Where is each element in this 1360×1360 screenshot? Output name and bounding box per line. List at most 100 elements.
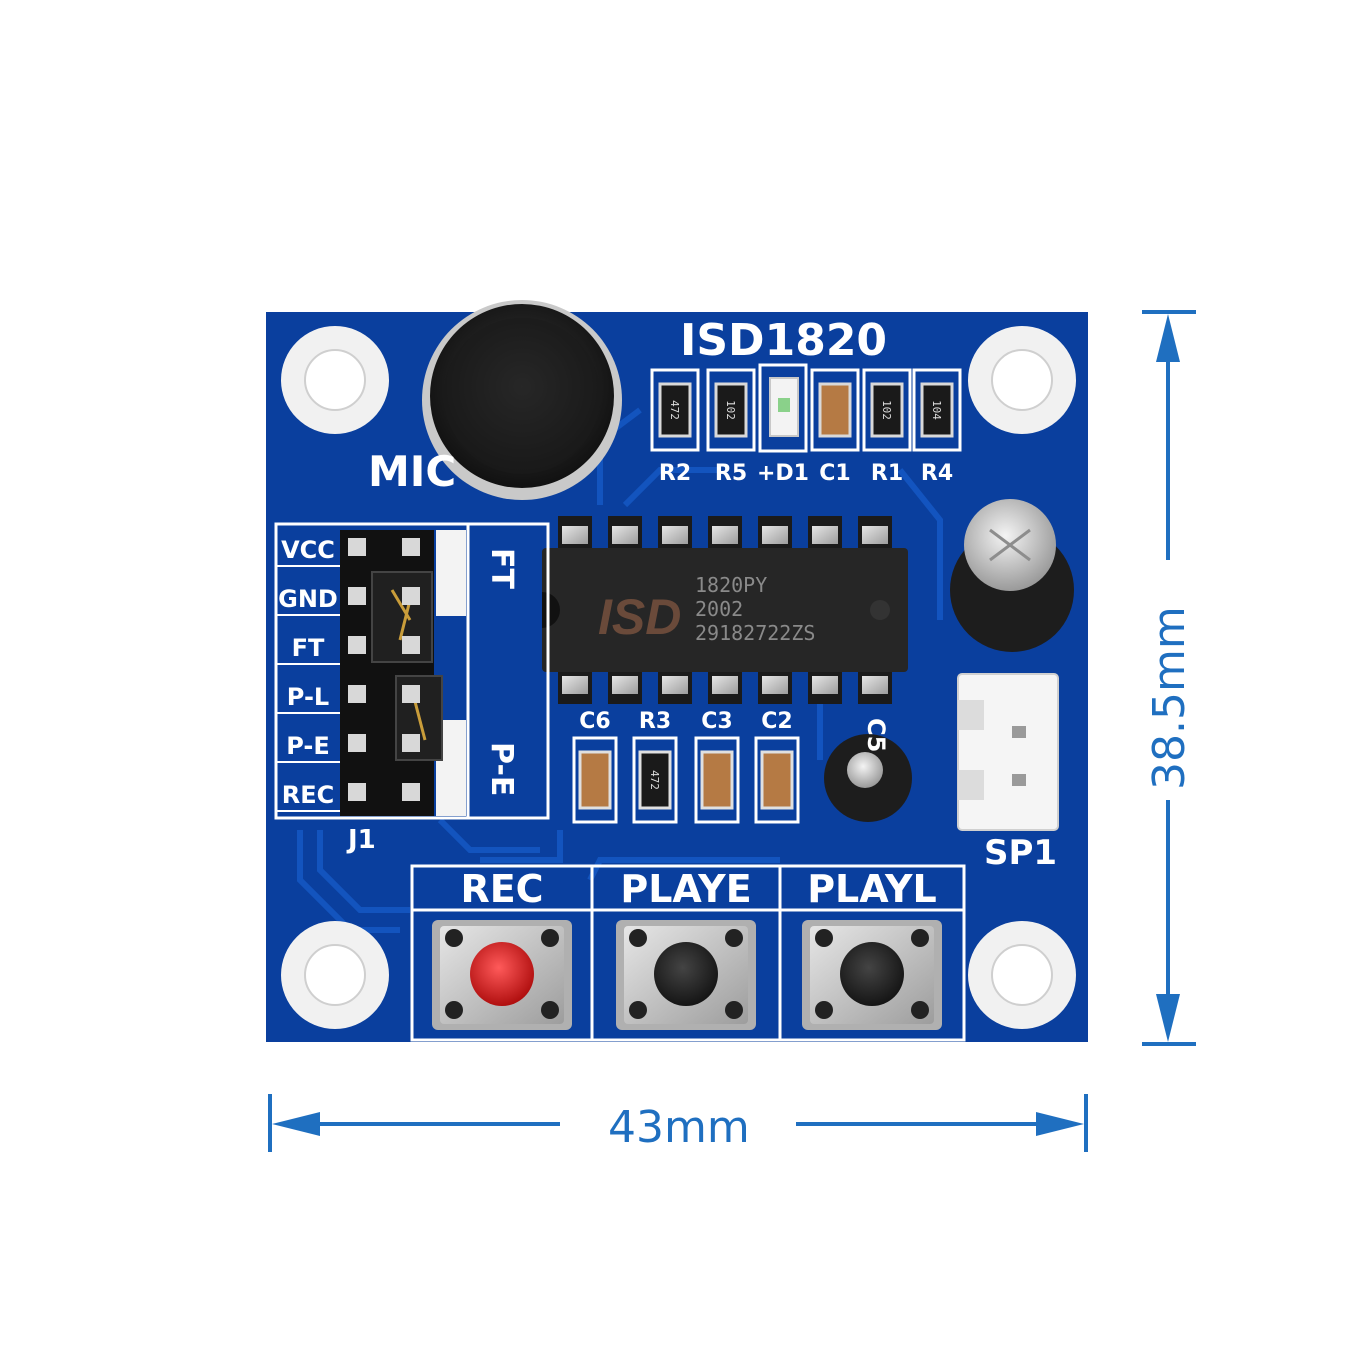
header-pin bbox=[348, 734, 366, 752]
button-corner-dot bbox=[911, 929, 929, 947]
pin-label: REC bbox=[282, 781, 335, 809]
top-component-label: R1 bbox=[871, 461, 903, 486]
chip-pin-metal bbox=[612, 526, 638, 544]
top-component-marking: 104 bbox=[930, 400, 943, 420]
bottom-component-label: C6 bbox=[579, 709, 610, 734]
button-corner-dot bbox=[541, 1001, 559, 1019]
header-pin bbox=[348, 636, 366, 654]
jumper-label-ft: FT bbox=[484, 548, 519, 589]
header-pin bbox=[402, 636, 420, 654]
button-area bbox=[410, 864, 966, 1042]
top-component-marking: 102 bbox=[724, 400, 737, 420]
button-playe[interactable]: PLAYE bbox=[616, 867, 756, 1030]
button-corner-dot bbox=[725, 929, 743, 947]
pin-label: P-L bbox=[287, 683, 329, 711]
top-components bbox=[650, 363, 962, 453]
header-pin-squares bbox=[348, 538, 420, 801]
pin-label: GND bbox=[278, 585, 338, 613]
top-component-label: C1 bbox=[819, 461, 850, 486]
button-label: REC bbox=[460, 867, 543, 911]
pin-label: P-E bbox=[286, 732, 330, 760]
bottom-component-label: C2 bbox=[761, 709, 792, 734]
width-dimension bbox=[268, 1094, 1088, 1152]
capacitor-c5-label: C5 bbox=[862, 718, 890, 752]
width-dimension-label: 43mm bbox=[608, 1102, 750, 1153]
chip-pin-metal bbox=[562, 676, 588, 694]
board-title: ISD1820 bbox=[680, 315, 887, 366]
button-corner-dot bbox=[815, 1001, 833, 1019]
bottom-component-label: C3 bbox=[701, 709, 732, 734]
button-rec[interactable]: REC bbox=[432, 867, 572, 1030]
header-pin bbox=[348, 685, 366, 703]
pin-label: FT bbox=[292, 634, 325, 662]
speaker-connector bbox=[957, 673, 1059, 831]
chip-line2: 2002 bbox=[695, 597, 743, 621]
chip-pin-metal bbox=[812, 676, 838, 694]
top-component-label: +D1 bbox=[757, 461, 809, 486]
button-corner-dot bbox=[629, 929, 647, 947]
chip-pin-metal bbox=[712, 526, 738, 544]
button-cap[interactable] bbox=[840, 942, 904, 1006]
header-pin bbox=[402, 587, 420, 605]
chip-pin-metal bbox=[662, 526, 688, 544]
isd1820-chip: ISD 1820PY 2002 29182722ZS bbox=[542, 516, 908, 704]
chip-pin-metal bbox=[862, 526, 888, 544]
bottom-component-marking: 472 bbox=[648, 770, 661, 790]
button-corner-dot bbox=[445, 1001, 463, 1019]
chip-logo: ISD bbox=[598, 589, 681, 645]
pin-label: VCC bbox=[281, 536, 335, 564]
electrolytic-capacitor bbox=[950, 499, 1074, 652]
speaker-label: SP1 bbox=[984, 833, 1057, 873]
bottom-component-labels: C6 R3 C3 C2 bbox=[579, 709, 792, 734]
jumper-label-pe: P-E bbox=[484, 742, 519, 796]
button-corner-dot bbox=[911, 1001, 929, 1019]
button-label: PLAYE bbox=[620, 867, 751, 911]
height-dimension bbox=[1142, 310, 1196, 1046]
header-pin bbox=[402, 538, 420, 556]
pin-header-j1 bbox=[274, 522, 550, 820]
pin-labels: VCC GND FT P-L P-E REC bbox=[276, 536, 340, 812]
button-corner-dot bbox=[445, 929, 463, 947]
chip-pin-metal bbox=[712, 676, 738, 694]
chip-pin-metal bbox=[812, 526, 838, 544]
chip-line1: 1820PY bbox=[695, 573, 767, 597]
button-corner-dot bbox=[815, 929, 833, 947]
chip-pin-metal bbox=[612, 676, 638, 694]
button-cap[interactable] bbox=[654, 942, 718, 1006]
top-component-label: R4 bbox=[921, 461, 953, 486]
top-component-marking: 472 bbox=[668, 400, 681, 420]
button-corner-dot bbox=[725, 1001, 743, 1019]
top-component-markings: 472 102 102 104 bbox=[668, 400, 943, 420]
top-component-label: R2 bbox=[659, 461, 691, 486]
header-pin bbox=[348, 783, 366, 801]
header-pin bbox=[402, 734, 420, 752]
header-pin bbox=[402, 685, 420, 703]
header-label-j1: J1 bbox=[346, 825, 376, 855]
chip-line3: 29182722ZS bbox=[695, 621, 815, 645]
top-component-marking: 102 bbox=[880, 400, 893, 420]
chip-pin-metal bbox=[862, 676, 888, 694]
button-corner-dot bbox=[629, 1001, 647, 1019]
mounting-holes bbox=[281, 326, 1076, 1029]
bottom-component-markings: 472 bbox=[648, 770, 661, 790]
mic-label: MIC bbox=[368, 447, 456, 496]
header-pin bbox=[348, 538, 366, 556]
chip-pins-bottom bbox=[558, 670, 892, 704]
chip-pin-metal bbox=[762, 676, 788, 694]
bottom-components bbox=[572, 736, 800, 824]
button-label: PLAYL bbox=[807, 867, 937, 911]
header-pin bbox=[402, 783, 420, 801]
header-pin bbox=[348, 587, 366, 605]
chip-pin-metal bbox=[662, 676, 688, 694]
bottom-component-label: R3 bbox=[639, 709, 671, 734]
button-cap[interactable] bbox=[470, 942, 534, 1006]
button-corner-dot bbox=[541, 929, 559, 947]
chip-pin-metal bbox=[762, 526, 788, 544]
tactile-buttons: REC PLAYE PLAYL bbox=[432, 867, 942, 1030]
button-playl[interactable]: PLAYL bbox=[802, 867, 942, 1030]
height-dimension-label: 38.5mm bbox=[1144, 606, 1195, 790]
chip-pin-metal bbox=[562, 526, 588, 544]
capacitor-c5 bbox=[824, 734, 912, 822]
